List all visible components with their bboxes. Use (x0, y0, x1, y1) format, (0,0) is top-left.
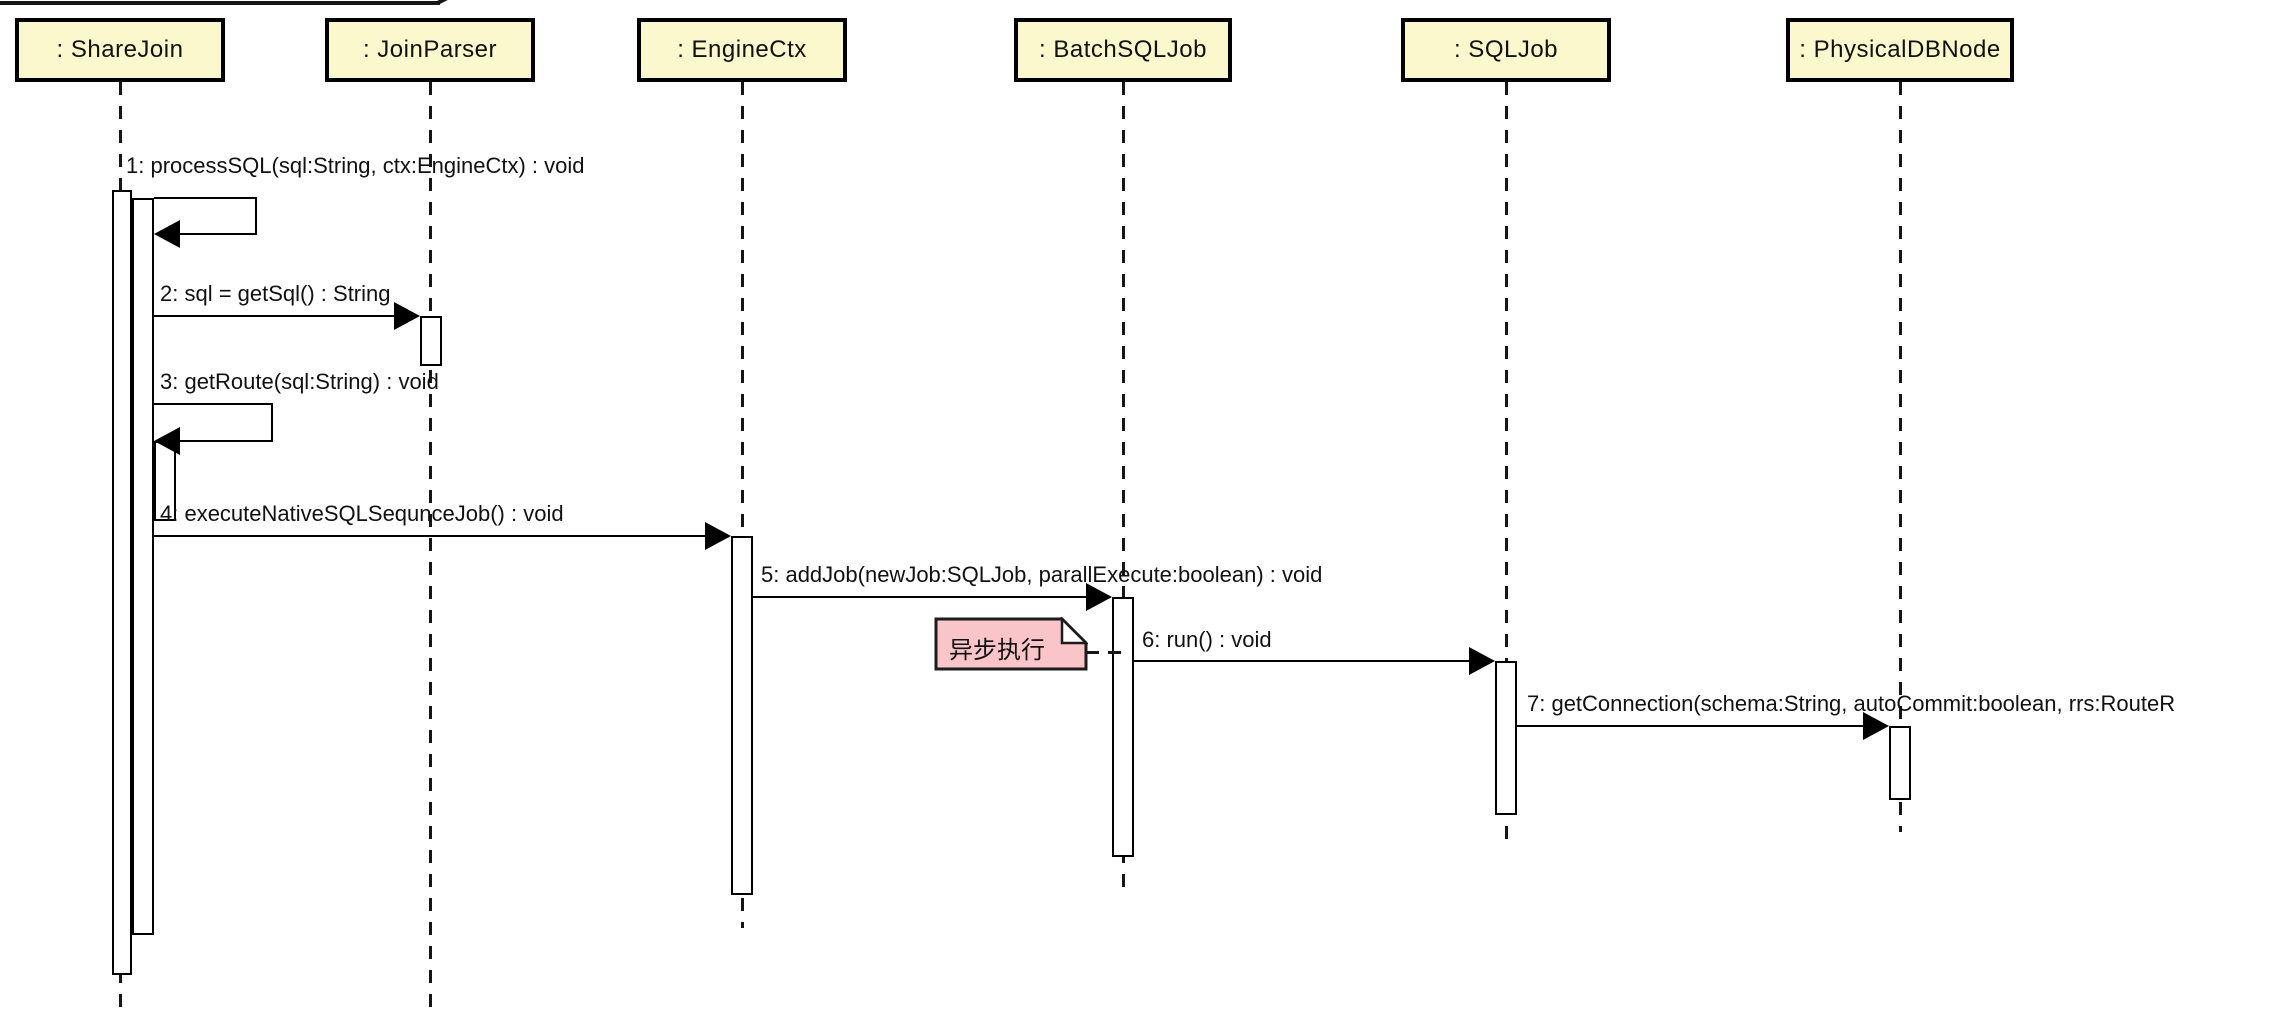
activation-bar-sharejoin (112, 190, 132, 975)
lifeline-label: : EngineCtx (677, 36, 807, 63)
message-line-6 (1134, 660, 1489, 662)
lifeline-line-joinparser (429, 82, 432, 1008)
message-line-3-back (178, 440, 273, 442)
note-text: 异步执行 (949, 637, 1045, 664)
message-arrowhead-5 (1086, 583, 1112, 611)
lifeline-label: : ShareJoin (56, 36, 184, 63)
message-line-7 (1517, 725, 1883, 727)
message-line-4 (154, 535, 725, 537)
message-arrowhead-4 (705, 522, 731, 550)
message-line-5 (753, 596, 1106, 598)
lifeline-label: : JoinParser (362, 36, 498, 63)
lifeline-head-sharejoin: : ShareJoin (15, 18, 225, 82)
message-arrowhead-6 (1469, 647, 1495, 675)
message-label-7: 7: getConnection(schema:String, autoComm… (1527, 691, 2176, 716)
lifeline-head-sqljob: : SQLJob (1401, 18, 1611, 82)
message-line-1-back (178, 233, 257, 235)
activation-bar-enginectx (731, 536, 753, 895)
message-arrowhead-7 (1863, 712, 1889, 740)
activation-bar-batchsqljob (1112, 597, 1134, 857)
lifeline-head-enginectx: : EngineCtx (637, 18, 847, 82)
message-label-2: 2: sql = getSql() : String (160, 281, 391, 306)
message-label-6: 6: run() : void (1142, 627, 1272, 652)
message-line-3-out (154, 403, 273, 405)
message-arrowhead-2 (394, 302, 420, 330)
activation-bar-joinparser (420, 316, 442, 366)
cropped-frame-edge (0, 1, 440, 5)
lifeline-head-physicaldbnode: : PhysicalDBNode (1786, 18, 2014, 82)
lifeline-label: : SQLJob (1453, 36, 1559, 63)
activation-bar-sqljob (1495, 661, 1517, 815)
message-line-3-down (271, 404, 273, 441)
message-label-3: 3: getRoute(sql:String) : void (160, 369, 439, 394)
cropped-frame-corner (436, 0, 458, 5)
activation-bar-physicaldbnode (1889, 726, 1911, 800)
message-label-1: 1: processSQL(sql:String, ctx:EngineCtx)… (126, 153, 585, 178)
message-line-1-out (154, 197, 257, 199)
message-label-4: 4: executeNativeSQLSequnceJob() : void (160, 501, 564, 526)
lifeline-line-batchsqljob (1122, 82, 1125, 890)
lifeline-label: : BatchSQLJob (1039, 36, 1207, 63)
message-line-2 (154, 315, 414, 317)
note-connector (1086, 651, 1126, 654)
message-label-5: 5: addJob(newJob:SQLJob, parallExecute:b… (761, 562, 1323, 587)
lifeline-head-joinparser: : JoinParser (325, 18, 535, 82)
note-shape (934, 617, 1088, 671)
lifeline-line-enginectx (741, 82, 744, 928)
lifeline-line-sqljob (1505, 82, 1508, 845)
message-arrowhead-1 (154, 220, 180, 248)
lifeline-head-batchsqljob: : BatchSQLJob (1014, 18, 1232, 82)
lifeline-label: : PhysicalDBNode (1799, 36, 2001, 63)
activation-bar-sharejoin (132, 198, 154, 935)
lifeline-line-physicaldbnode (1899, 82, 1902, 832)
message-arrowhead-3 (154, 427, 180, 455)
message-line-1-down (255, 198, 257, 234)
